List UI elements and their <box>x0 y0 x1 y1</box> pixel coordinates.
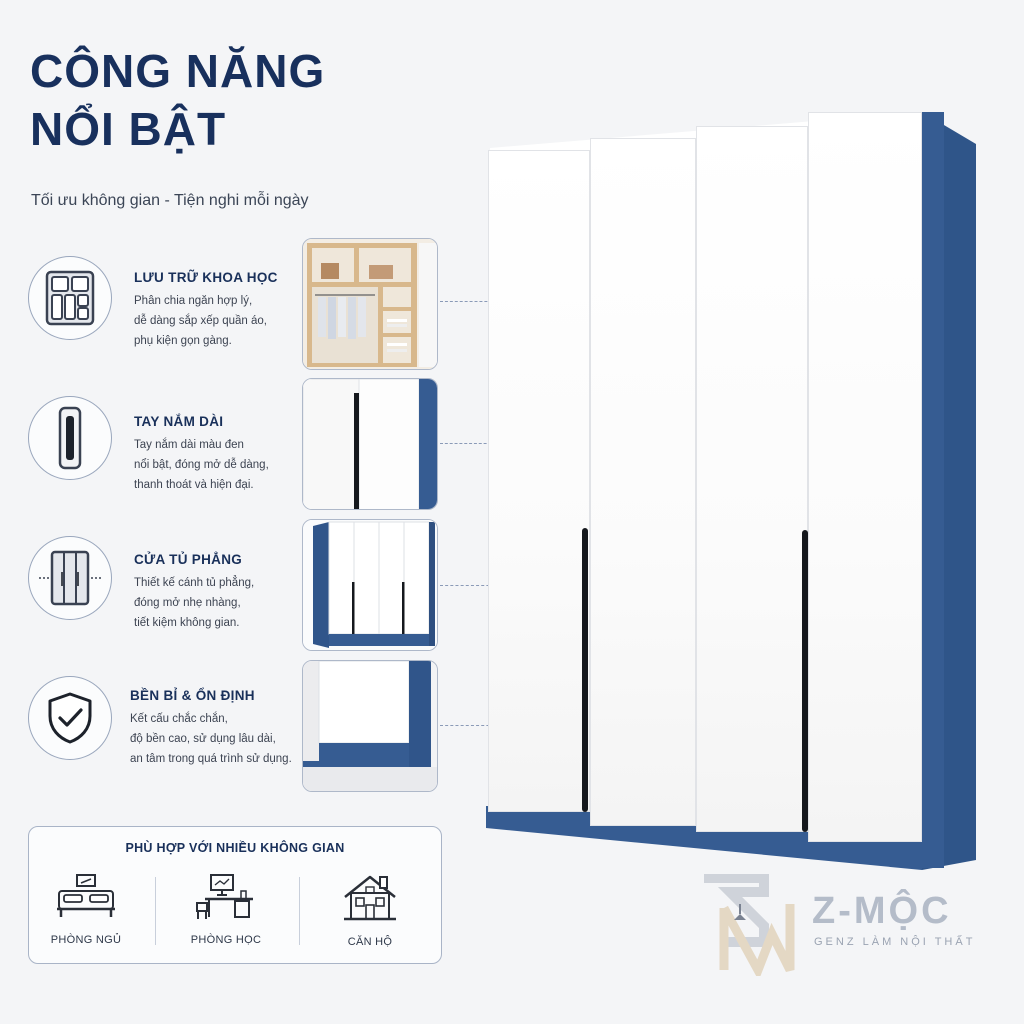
wardrobe-door-3 <box>696 126 808 832</box>
feature-desc: Kết cấu chắc chắn, độ bền cao, sử dụng l… <box>130 709 306 769</box>
connector-line <box>440 301 512 302</box>
thumbnail-base <box>302 660 438 792</box>
wardrobe-side-panel <box>922 112 944 868</box>
bed-icon <box>57 874 115 917</box>
connector-line <box>440 725 510 726</box>
feature-desc-line: Phân chia ngăn hợp lý, <box>134 295 253 307</box>
space-label: PHÒNG HỌC <box>190 934 262 946</box>
feature-desc-line: Kết cấu chắc chắn, <box>130 713 228 725</box>
feature-desc-line: tiết kiệm không gian. <box>134 617 240 629</box>
divider <box>299 877 300 945</box>
feature-desc-line: an tâm trong quá trình sử dụng. <box>130 753 292 765</box>
feature-title: LƯU TRỮ KHOA HỌC <box>134 270 278 285</box>
title-line-1: CÔNG NĂNG <box>30 45 326 97</box>
space-label: PHÒNG NGỦ <box>50 934 122 946</box>
spaces-title: PHÙ HỢP VỚI NHIỀU KHÔNG GIAN <box>125 841 345 855</box>
feature-desc-line: Tay nắm dài màu đen <box>134 439 244 451</box>
feature-desc-line: Thiết kế cánh tủ phẳng, <box>134 577 255 589</box>
spaces-card: PHÙ HỢP VỚI NHIỀU KHÔNG GIAN PHÒNG NGỦ <box>28 826 442 964</box>
brand-name: Z-MỘC <box>812 890 952 932</box>
feature-title: TAY NẮM DÀI <box>134 414 224 429</box>
feature-desc-line: thanh thoát và hiện đại. <box>134 479 254 491</box>
space-study: PHÒNG HỌC <box>167 873 285 946</box>
wardrobe-door-1 <box>488 150 590 812</box>
handle-icon <box>28 396 112 480</box>
feature-desc-line: đóng mở nhẹ nhàng, <box>134 597 241 609</box>
feature-title: BỀN BỈ & ỔN ĐỊNH <box>130 688 255 703</box>
thumbnail-interior <box>302 238 438 370</box>
feature-long-handle: TAY NẮM DÀI Tay nắm dài màu đen nổi bật,… <box>134 414 304 495</box>
divider <box>155 877 156 945</box>
feature-desc: Thiết kế cánh tủ phẳng, đóng mở nhẹ nhàn… <box>134 573 304 633</box>
wardrobe-door-2 <box>590 138 696 826</box>
feature-storage: LƯU TRỮ KHOA HỌC Phân chia ngăn hợp lý, … <box>134 270 304 351</box>
brand-tagline: GENZ LÀM NỘI THẤT <box>814 936 976 948</box>
house-icon <box>344 875 396 921</box>
feature-durability: BỀN BỈ & ỔN ĐỊNH Kết cấu chắc chắn, độ b… <box>130 688 306 769</box>
organizer-icon <box>28 256 112 340</box>
shield-check-icon <box>28 676 112 760</box>
feature-desc: Phân chia ngăn hợp lý, dễ dàng sắp xếp q… <box>134 291 304 351</box>
feature-desc: Tay nắm dài màu đen nổi bật, đóng mở dễ … <box>134 435 304 495</box>
thumbnail-handle <box>302 378 438 510</box>
page-title: CÔNG NĂNG NỔI BẬT <box>30 42 325 158</box>
thumbnail-wardrobe <box>302 519 438 651</box>
connector-line <box>440 585 510 586</box>
brand-logo <box>700 873 804 981</box>
space-bedroom: PHÒNG NGỦ <box>27 873 145 946</box>
space-apartment: CĂN HỘ <box>311 873 429 948</box>
feature-desc-line: phụ kiện gọn gàng. <box>134 335 232 347</box>
wardrobe-handle-right <box>802 530 808 832</box>
wardrobe-handle-left <box>582 528 588 812</box>
feature-desc-line: dễ dàng sắp xếp quần áo, <box>134 315 268 327</box>
page-subtitle: Tối ưu không gian - Tiện nghi mỗi ngày <box>31 192 309 209</box>
feature-desc-line: nổi bật, đóng mở dễ dàng, <box>134 459 269 471</box>
wardrobe-door-4 <box>808 112 922 842</box>
space-label: CĂN HỘ <box>347 936 393 948</box>
feature-flat-door: CỬA TỦ PHẲNG Thiết kế cánh tủ phẳng, đón… <box>134 552 304 633</box>
title-line-2: NỔI BẬT <box>30 103 227 155</box>
feature-desc-line: độ bền cao, sử dụng lâu dài, <box>130 733 276 745</box>
connector-line <box>440 443 506 444</box>
feature-title: CỬA TỦ PHẲNG <box>134 552 243 567</box>
desk-icon <box>196 874 253 919</box>
flat-door-icon <box>28 536 112 620</box>
